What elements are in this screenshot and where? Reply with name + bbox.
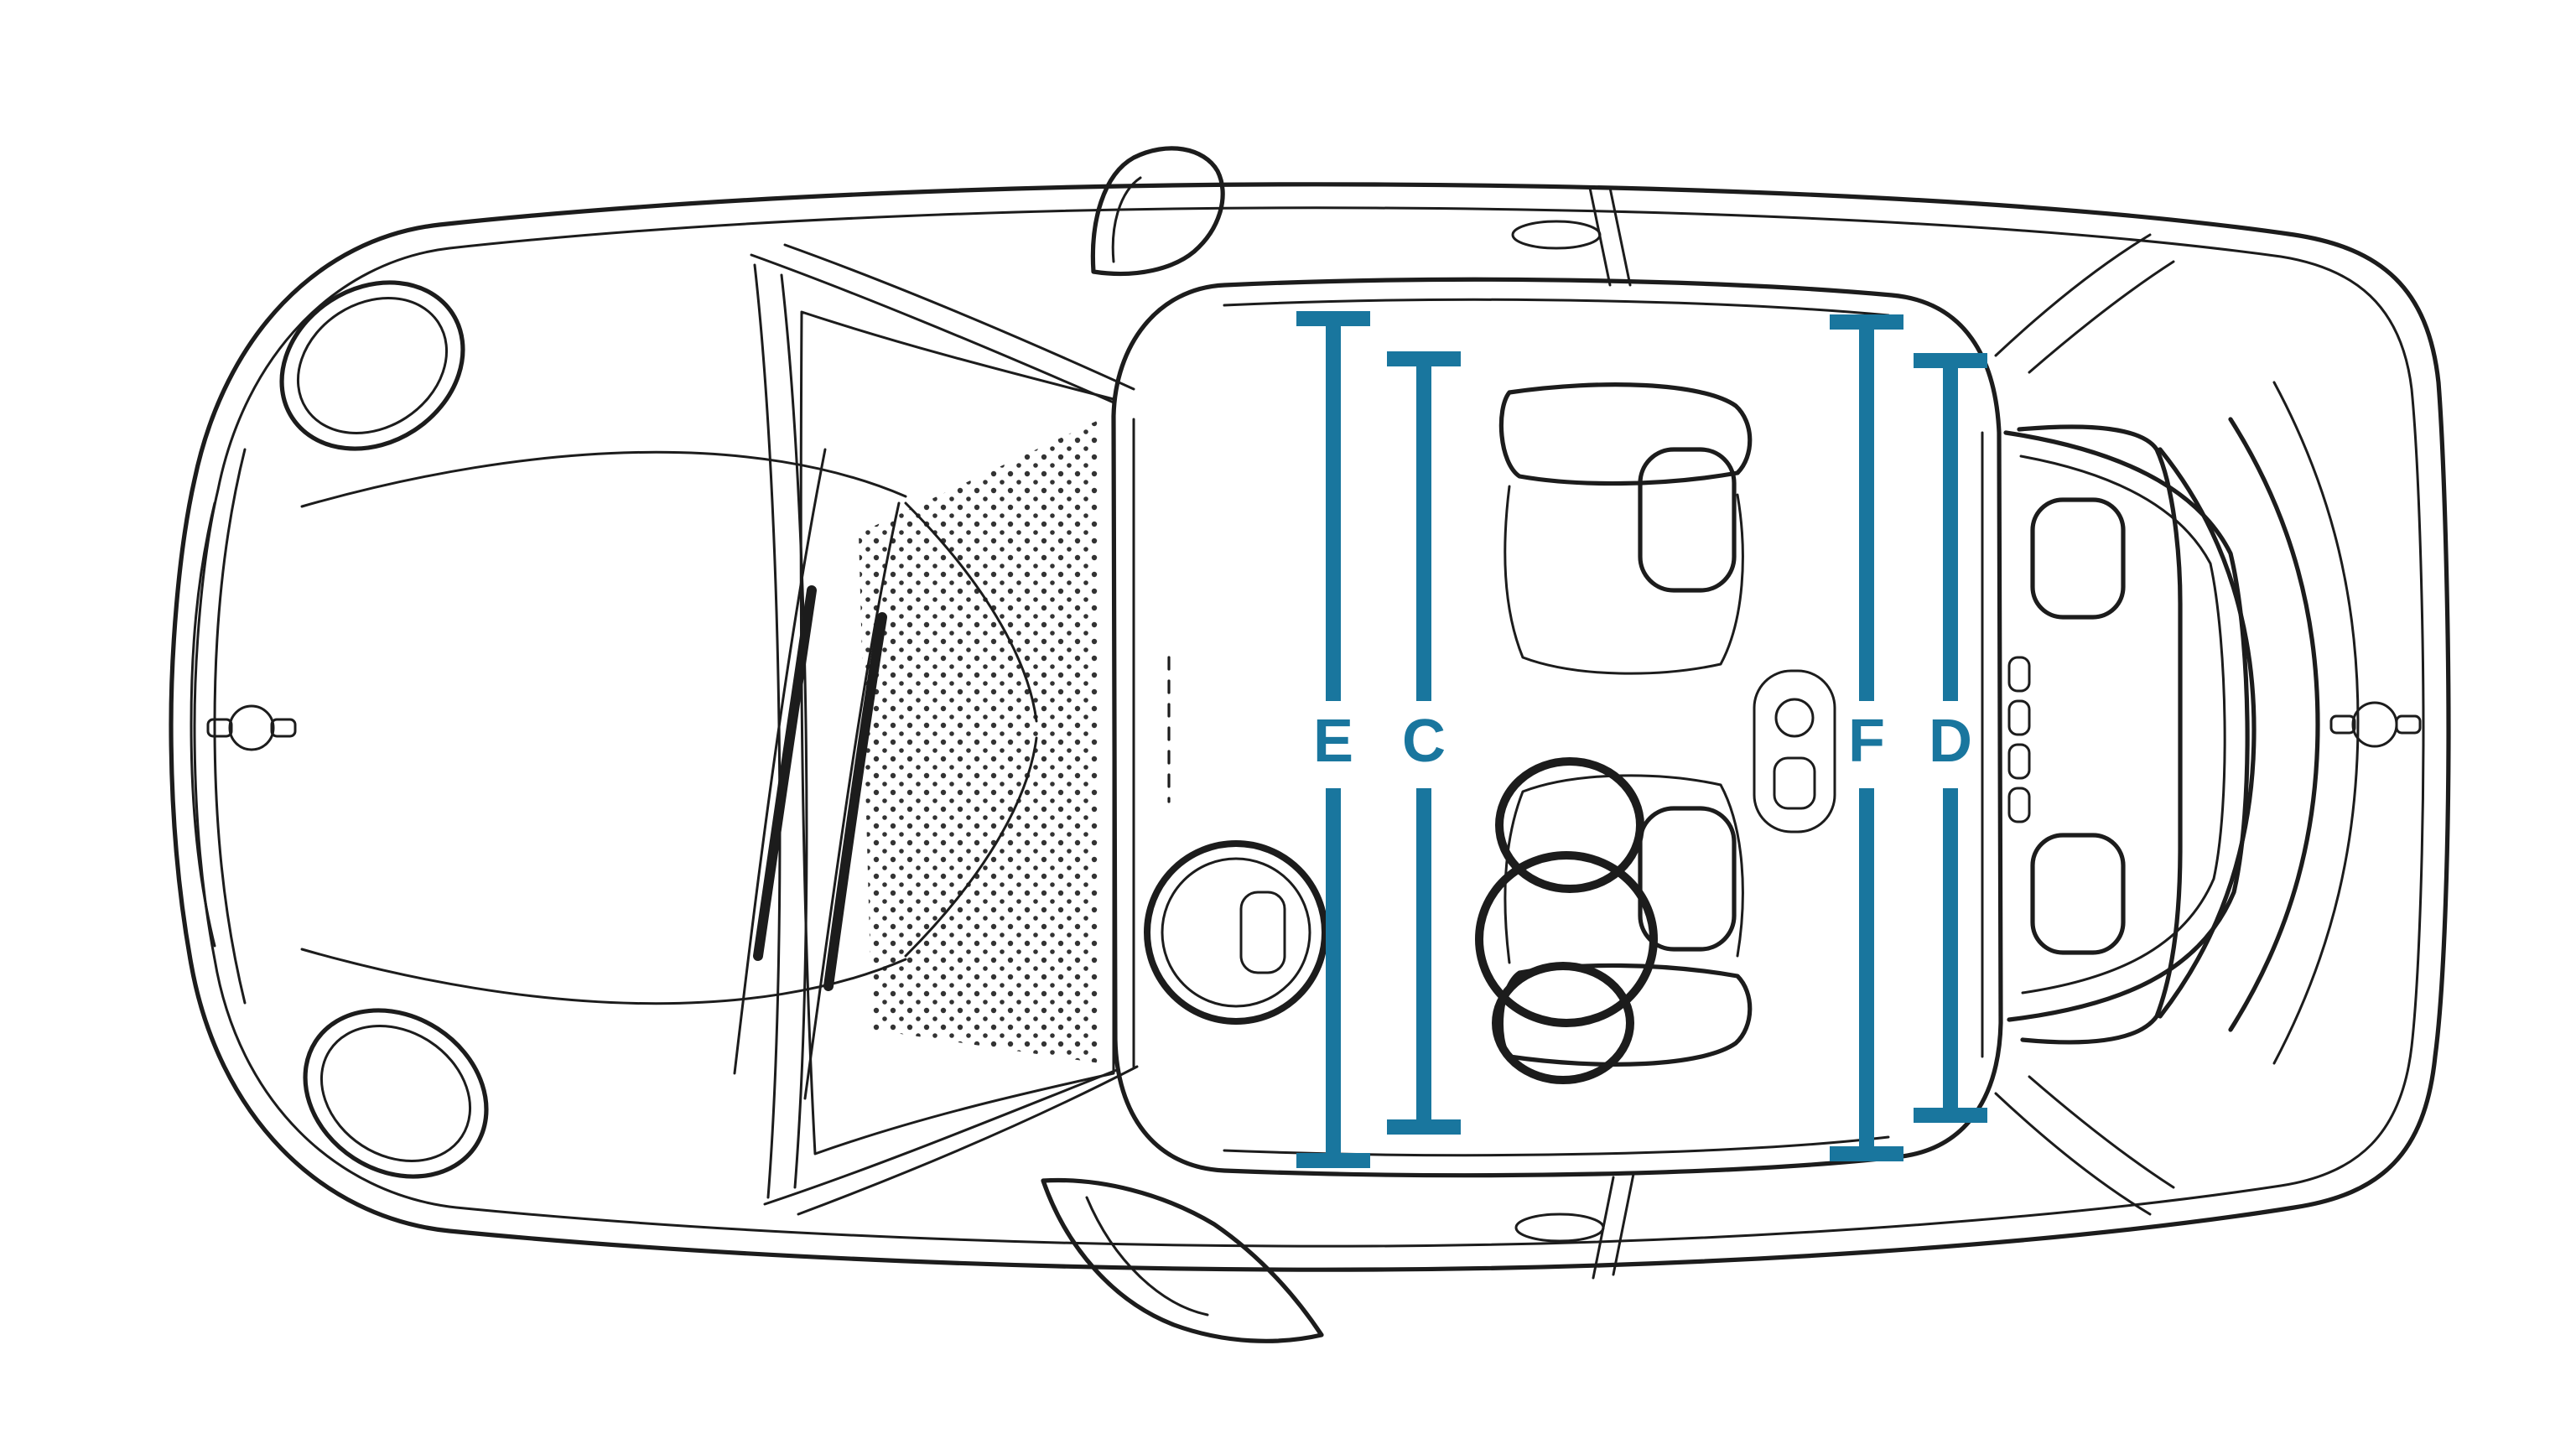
cowl-line-inner bbox=[780, 273, 808, 1189]
c-pillar-top bbox=[1994, 233, 2175, 374]
c-pillar-bottom bbox=[1994, 1075, 2175, 1216]
dimension-marker-f: F bbox=[1830, 314, 1903, 1161]
headlight-top bbox=[279, 280, 465, 451]
b-pillar-marks bbox=[1588, 186, 1635, 1280]
wiper-blade-front bbox=[733, 448, 827, 1075]
side-mirror-bottom-inner-line bbox=[1085, 1196, 1209, 1317]
dimension-e-label: E bbox=[1313, 708, 1353, 775]
dimension-f-label: F bbox=[1848, 708, 1885, 775]
roof-inner-edge-bottom bbox=[1223, 1135, 1890, 1157]
passenger-seat bbox=[1498, 382, 1753, 675]
side-mirror-top-inner-line bbox=[1111, 176, 1142, 263]
center-console bbox=[1753, 669, 1836, 834]
roof-inner-edge-top bbox=[1223, 298, 1890, 317]
windshield-shading bbox=[859, 419, 1100, 1063]
side-mirror-bottom bbox=[1041, 1177, 1324, 1343]
hood-crease-top bbox=[300, 450, 907, 508]
driver-seat-cushion-circles bbox=[1475, 757, 1658, 1084]
dimension-marker-e: E bbox=[1296, 311, 1370, 1168]
hood-crease-bottom bbox=[300, 948, 907, 1005]
dimension-marker-c: C bbox=[1387, 351, 1461, 1135]
hatch-arc-inner bbox=[2272, 381, 2360, 1065]
dimension-d-label: D bbox=[1929, 708, 1972, 775]
door-handle-top bbox=[1511, 220, 1602, 250]
rear-window-inner bbox=[2019, 454, 2226, 995]
rear-emblem-icon bbox=[2329, 701, 2422, 748]
a-pillar-bottom bbox=[763, 1065, 1139, 1216]
side-mirror-top bbox=[1090, 146, 1225, 277]
rear-window-outline bbox=[2003, 430, 2250, 1022]
front-bumper-line-outer bbox=[190, 501, 216, 948]
headlight-bottom bbox=[303, 1008, 489, 1179]
cowl-line-outer bbox=[753, 263, 782, 1199]
a-pillar-top bbox=[750, 243, 1135, 404]
front-emblem-icon bbox=[206, 704, 297, 751]
hatch-arc-outer bbox=[2228, 417, 2320, 1032]
body-outer-outline bbox=[169, 182, 2451, 1272]
dimension-marker-d: D bbox=[1914, 353, 1987, 1123]
rear-bench-seat bbox=[2007, 424, 2257, 1045]
front-bumper-line-inner bbox=[213, 448, 247, 1005]
door-handle-bottom bbox=[1514, 1213, 1605, 1243]
dimension-c-label: C bbox=[1402, 708, 1446, 775]
steering-wheel bbox=[1144, 840, 1328, 1025]
body-inner-outline bbox=[193, 206, 2425, 1248]
wiper-blade-rear bbox=[803, 501, 901, 1100]
